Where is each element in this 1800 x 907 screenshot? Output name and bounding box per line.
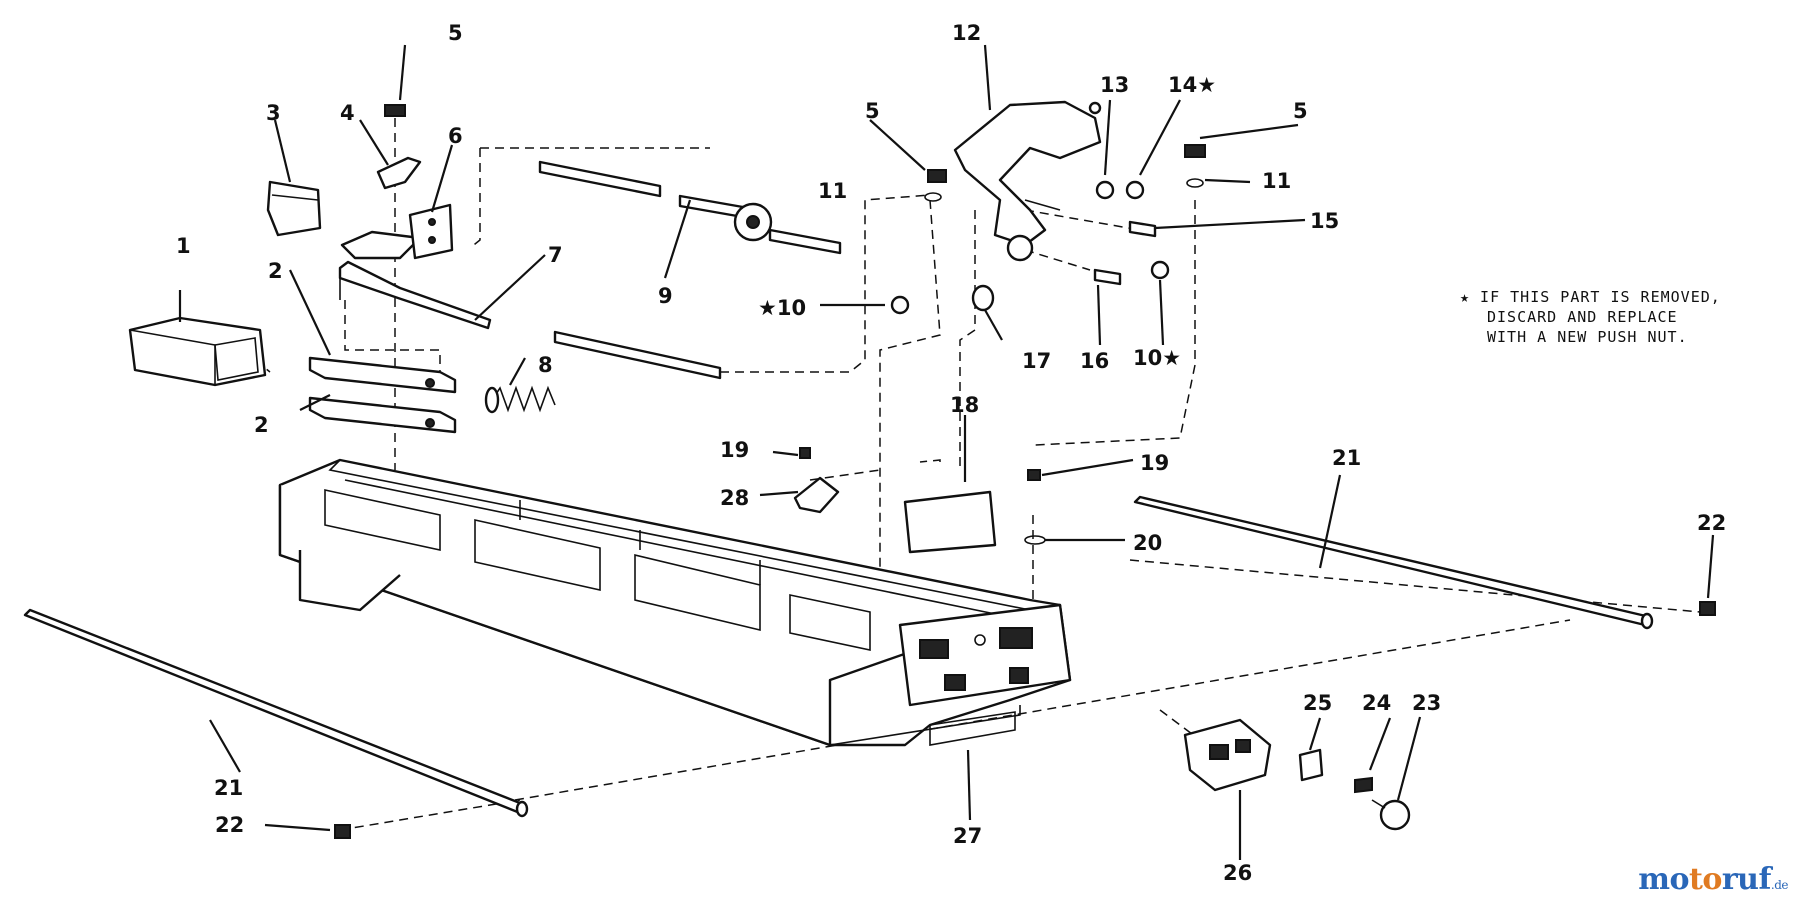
assembly-lines — [254, 118, 1701, 831]
label-part-13: 13 — [1100, 73, 1129, 97]
leader-lines — [178, 44, 1715, 860]
part-pad — [266, 180, 322, 237]
label-part-12: 12 — [952, 21, 981, 45]
screws — [384, 104, 1206, 183]
part-cam-rod — [338, 260, 492, 330]
label-part-5-right: 5 — [1293, 99, 1308, 123]
replacement-note: ★ IF THIS PART IS REMOVED, DISCARD AND R… — [1460, 288, 1721, 346]
switch-assembly — [1183, 718, 1411, 831]
label-part-28: 28 — [720, 486, 749, 510]
part-plate — [903, 490, 997, 554]
label-part-18: 18 — [950, 393, 979, 417]
label-part-22-right: 22 — [1697, 511, 1726, 535]
watermark-part-1: mo — [1638, 862, 1689, 897]
label-part-11-right: 11 — [1262, 169, 1291, 193]
label-part-19-left: 19 — [720, 438, 749, 462]
label-part-1: 1 — [176, 234, 191, 258]
small-parts — [890, 178, 1204, 315]
label-part-17: 17 — [1022, 349, 1051, 373]
long-rods — [23, 495, 1654, 818]
label-part-8: 8 — [538, 353, 553, 377]
label-part-7: 7 — [548, 243, 563, 267]
label-part-15: 15 — [1310, 209, 1339, 233]
label-part-25: 25 — [1303, 691, 1332, 715]
label-part-23: 23 — [1412, 691, 1441, 715]
note-line-3: WITH A NEW PUSH NUT. — [1487, 328, 1688, 346]
note-line-2: DISCARD AND REPLACE — [1487, 308, 1678, 326]
label-part-24: 24 — [1362, 691, 1391, 715]
watermark-part-3: ruf — [1721, 862, 1772, 897]
label-part-4: 4 — [340, 101, 355, 125]
clip-parts — [793, 447, 1046, 545]
label-part-9: 9 — [658, 284, 673, 308]
label-part-2-lower: 2 — [254, 413, 269, 437]
label-part-6: 6 — [448, 124, 463, 148]
note-line-1: ★ IF THIS PART IS REMOVED, — [1460, 288, 1721, 306]
part-rails — [308, 356, 457, 434]
watermark-tld: .de — [1770, 878, 1789, 892]
watermark-part-2: to — [1688, 862, 1722, 897]
label-part-3: 3 — [266, 101, 281, 125]
part-lever — [953, 100, 1102, 247]
part-latch — [340, 156, 454, 260]
label-part-5-left: 5 — [448, 21, 463, 45]
label-part-10-left: ★10 — [758, 296, 806, 320]
end-screws — [334, 601, 1716, 839]
label-part-2-upper: 2 — [268, 259, 283, 283]
motoruf-watermark: motoruf.de — [1638, 862, 1788, 897]
label-part-27: 27 — [953, 824, 982, 848]
rods — [538, 160, 842, 380]
radial-arm-housing — [278, 458, 1072, 747]
label-part-21-left: 21 — [214, 776, 243, 800]
label-part-26: 26 — [1223, 861, 1252, 885]
label-part-10-right: 10★ — [1133, 346, 1181, 370]
label-part-19-right: 19 — [1140, 451, 1169, 475]
label-part-22-left: 22 — [215, 813, 244, 837]
label-part-21-right: 21 — [1332, 446, 1361, 470]
label-part-11-left: 11 — [818, 179, 847, 203]
part-labels: 1 2 2 3 4 5 5 5 6 7 8 9 ★10 10★ 11 11 12… — [176, 21, 1726, 885]
label-part-5-middle: 5 — [865, 99, 880, 123]
label-part-16: 16 — [1080, 349, 1109, 373]
part-spring — [484, 385, 556, 414]
label-part-20: 20 — [1133, 531, 1162, 555]
part-end-cap — [128, 316, 267, 387]
label-part-14: 14★ — [1168, 73, 1216, 97]
